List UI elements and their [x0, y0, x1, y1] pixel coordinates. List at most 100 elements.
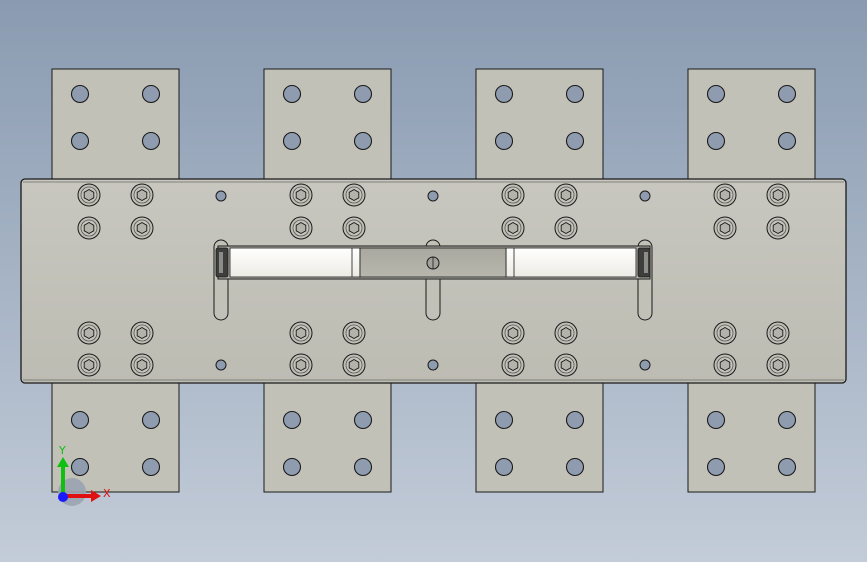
hex-socket-icon — [136, 188, 148, 202]
cap-screw — [130, 353, 154, 377]
hex-socket-icon — [560, 188, 572, 202]
mounting-hole — [706, 131, 726, 151]
cap-screw — [554, 183, 578, 207]
hex-socket-icon — [507, 221, 519, 235]
cap-screw — [342, 353, 366, 377]
mounting-hole — [494, 457, 514, 477]
slider-left-bar — [229, 247, 361, 278]
hex-socket-icon — [295, 358, 307, 372]
cap-screw — [766, 183, 790, 207]
hex-socket-icon — [348, 358, 360, 372]
bottom-tab — [687, 380, 816, 493]
coordinate-triad: Y X — [57, 444, 111, 506]
cap-screw — [289, 321, 313, 345]
hex-socket-icon — [83, 188, 95, 202]
bottom-tab — [475, 380, 604, 493]
hex-socket-icon — [772, 221, 784, 235]
mounting-hole — [565, 131, 585, 151]
mounting-hole — [141, 84, 161, 104]
hex-socket-icon — [507, 326, 519, 340]
hex-socket-icon — [719, 358, 731, 372]
mounting-hole — [141, 457, 161, 477]
y-axis-label: Y — [58, 444, 66, 457]
cap-screw — [342, 183, 366, 207]
mounting-hole — [494, 410, 514, 430]
hex-socket-icon — [772, 326, 784, 340]
cap-screw — [766, 321, 790, 345]
mounting-hole — [777, 457, 797, 477]
mounting-hole — [282, 84, 302, 104]
mounting-hole — [141, 410, 161, 430]
cap-screw — [289, 216, 313, 240]
small-hole — [215, 359, 227, 371]
mounting-hole — [70, 410, 90, 430]
cap-screw — [342, 321, 366, 345]
hex-socket-icon — [507, 188, 519, 202]
bottom-mounting-tabs — [51, 380, 816, 493]
bottom-tab — [51, 380, 180, 493]
mounting-hole — [777, 131, 797, 151]
mounting-hole — [565, 84, 585, 104]
z-axis-dot-icon — [58, 492, 68, 502]
cap-screw — [77, 183, 101, 207]
hex-socket-icon — [772, 188, 784, 202]
hex-socket-icon — [295, 221, 307, 235]
mounting-hole — [706, 457, 726, 477]
hex-socket-icon — [719, 221, 731, 235]
cap-screw — [554, 321, 578, 345]
mounting-hole — [353, 84, 373, 104]
mounting-hole — [565, 457, 585, 477]
cap-screw — [77, 321, 101, 345]
cap-screw — [342, 216, 366, 240]
mounting-hole — [282, 410, 302, 430]
top-tab — [687, 68, 816, 182]
top-tab — [263, 68, 392, 182]
small-hole — [639, 359, 651, 371]
bottom-tab — [263, 380, 392, 493]
small-hole — [427, 359, 439, 371]
mounting-hole — [353, 457, 373, 477]
mounting-hole — [706, 410, 726, 430]
hex-socket-icon — [507, 358, 519, 372]
hex-socket-icon — [772, 358, 784, 372]
hex-socket-icon — [348, 326, 360, 340]
cap-screw — [713, 321, 737, 345]
hex-socket-icon — [83, 221, 95, 235]
mounting-hole — [494, 131, 514, 151]
cap-screw — [713, 216, 737, 240]
mounting-hole — [494, 84, 514, 104]
top-tab — [475, 68, 604, 182]
hex-socket-icon — [136, 358, 148, 372]
slider-assembly[interactable] — [215, 245, 651, 280]
top-tab — [51, 68, 180, 182]
cap-screw — [289, 353, 313, 377]
cap-screw — [501, 216, 525, 240]
hex-socket-icon — [719, 326, 731, 340]
small-holes — [215, 190, 651, 371]
hex-socket-icon — [348, 188, 360, 202]
hex-socket-icon — [560, 358, 572, 372]
cap-screw — [77, 353, 101, 377]
cap-screw — [289, 183, 313, 207]
hex-socket-icon — [83, 326, 95, 340]
mounting-hole — [141, 131, 161, 151]
cap-screw — [77, 216, 101, 240]
cap-screw — [554, 216, 578, 240]
mounting-hole — [353, 131, 373, 151]
hex-socket-icon — [560, 221, 572, 235]
hex-socket-icon — [295, 326, 307, 340]
small-hole — [215, 190, 227, 202]
mounting-hole — [706, 84, 726, 104]
mounting-hole — [777, 84, 797, 104]
mounting-hole — [70, 84, 90, 104]
small-hole — [639, 190, 651, 202]
hex-socket-icon — [83, 358, 95, 372]
mounting-hole — [777, 410, 797, 430]
cap-screws — [77, 183, 790, 377]
cap-screw — [766, 216, 790, 240]
cap-screw — [501, 353, 525, 377]
cap-screw — [501, 321, 525, 345]
hex-socket-icon — [136, 221, 148, 235]
